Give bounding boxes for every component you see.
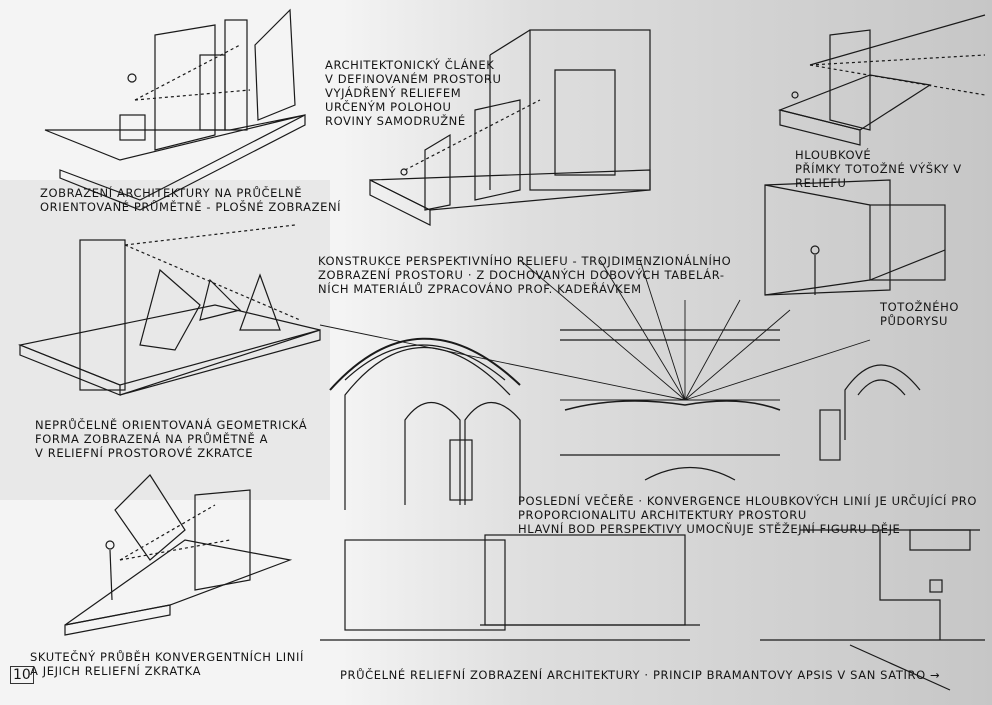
page-number: 10 bbox=[10, 666, 34, 684]
depth-lines-drawing bbox=[778, 14, 986, 146]
bramante-apse-drawing bbox=[760, 364, 985, 691]
caption-same-plan: TOTOŽNÉHO PŮDORYSU bbox=[880, 300, 959, 328]
caption-depth-lines: HLOUBKOVÉ PŘÍMKY TOTOŽNÉ VÝŠKY V RELIEFU bbox=[795, 148, 962, 190]
arches-drawing bbox=[320, 337, 700, 641]
caption-architectural-element: ARCHITEKTONICKÝ ČLÁNEK V DEFINOVANÉM PRO… bbox=[325, 58, 502, 128]
caption-convergent-lines: SKUTEČNÝ PRŮBĚH KONVERGENTNÍCH LINIÍ A J… bbox=[30, 650, 304, 678]
background-texture-left bbox=[0, 180, 330, 500]
facade-projection-drawing bbox=[44, 8, 306, 211]
caption-bramante: PRŮČELNÉ RELIEFNÍ ZOBRAZENÍ ARCHITEKTURY… bbox=[340, 668, 941, 682]
convergent-lines-drawing bbox=[64, 474, 293, 636]
same-plan-drawing bbox=[764, 179, 946, 296]
caption-last-supper: POSLEDNÍ VEČEŘE · KONVERGENCE HLOUBKOVÝC… bbox=[518, 494, 977, 536]
background-texture bbox=[340, 0, 992, 705]
caption-relief-construction: KONSTRUKCE PERSPEKTIVNÍHO RELIEFU - TROJ… bbox=[318, 254, 732, 296]
caption-geometric-form: NEPRŮČELNĚ ORIENTOVANÁ GEOMETRICKÁ FORMA… bbox=[35, 418, 308, 460]
geometric-form-drawing bbox=[17, 224, 321, 396]
architectural-element-drawing bbox=[369, 29, 651, 226]
last-supper-drawing bbox=[319, 259, 871, 481]
caption-facade-projection: ZOBRAZENÍ ARCHITEKTURY NA PRŮČELNĚ ORIEN… bbox=[40, 186, 342, 214]
